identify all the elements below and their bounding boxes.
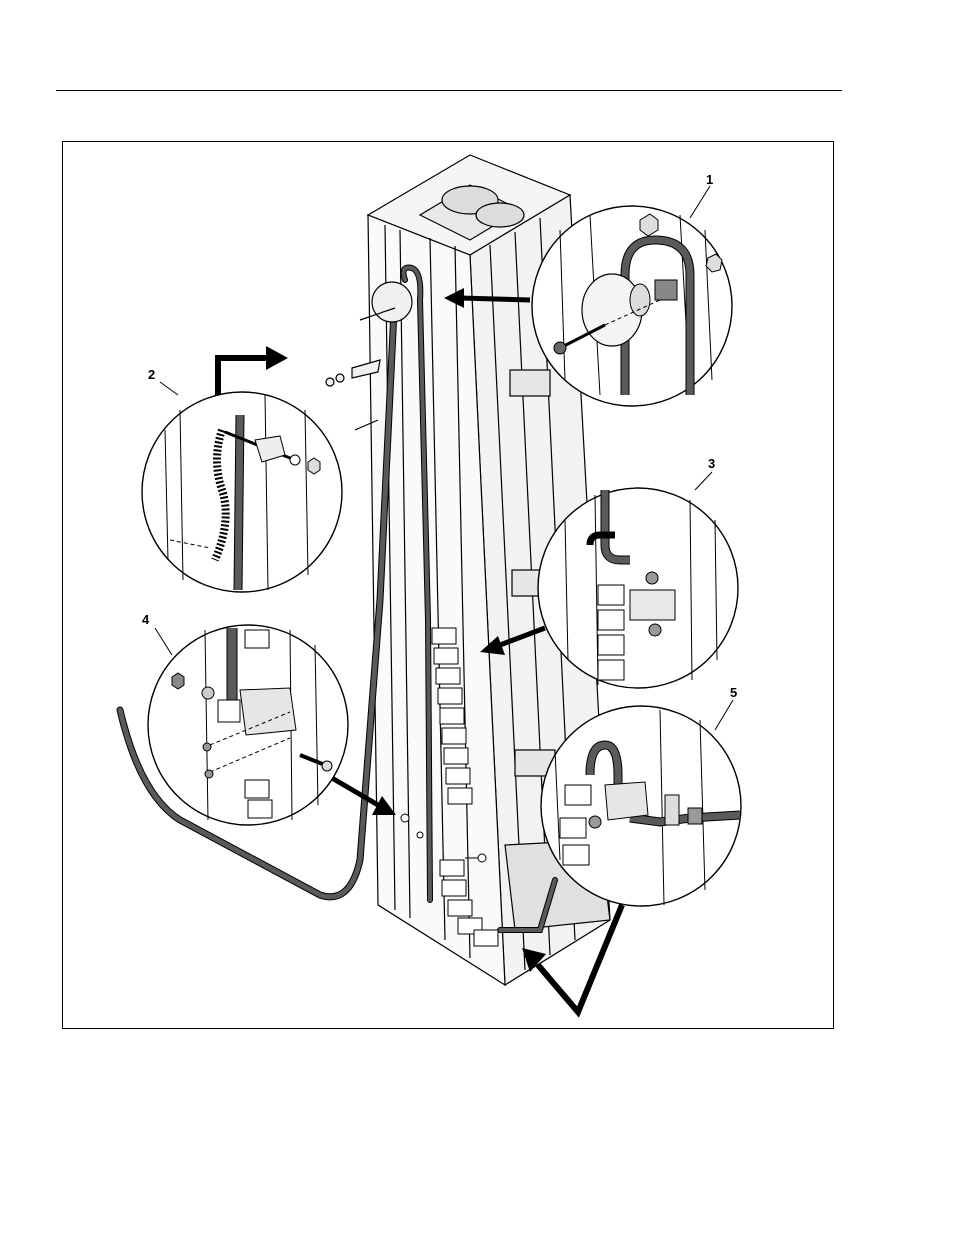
callout-4: 4: [142, 612, 149, 627]
callout-1: 1: [706, 172, 713, 187]
callout-3: 3: [708, 456, 715, 471]
detail-circle-4: [148, 625, 348, 825]
callout-2: 2: [148, 367, 155, 382]
detail-circle-2: [142, 382, 342, 592]
callout-5: 5: [730, 685, 737, 700]
